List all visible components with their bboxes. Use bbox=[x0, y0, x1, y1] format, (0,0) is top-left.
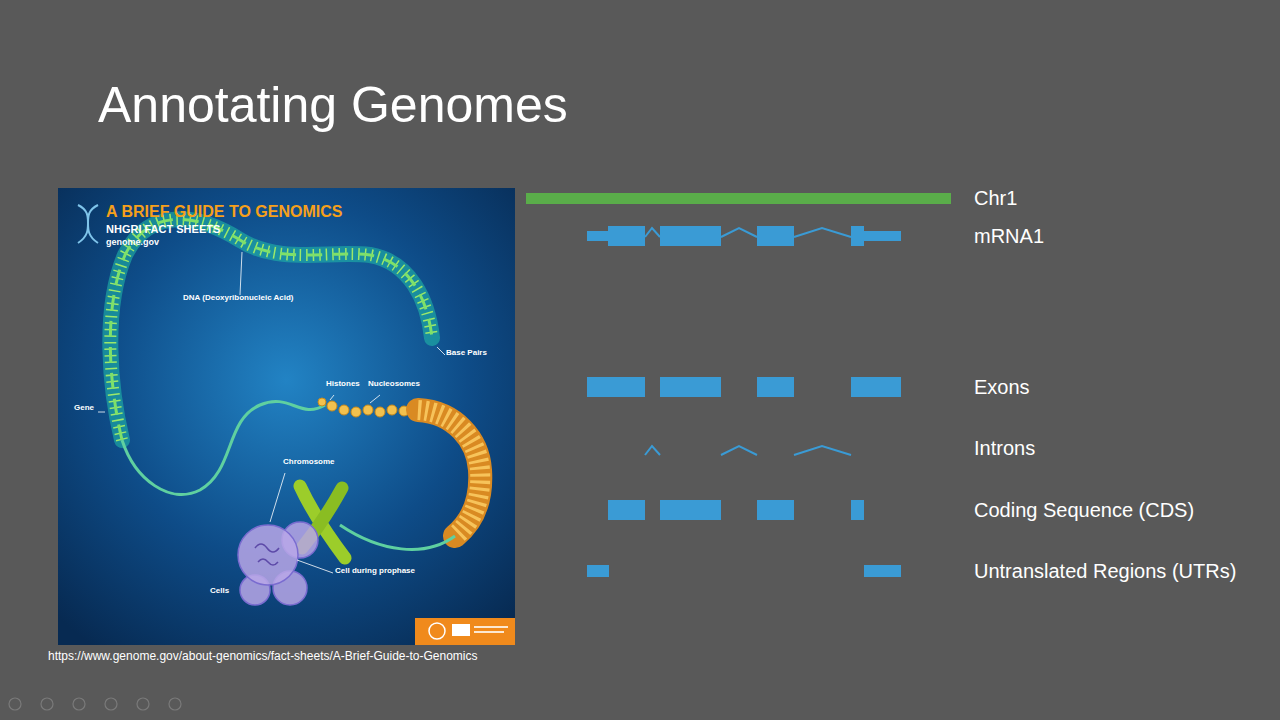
source-url: https://www.genome.gov/about-genomics/fa… bbox=[48, 649, 478, 663]
track-label: Untranslated Regions (UTRs) bbox=[974, 559, 1236, 583]
gene-model bbox=[526, 193, 951, 577]
track-label: Coding Sequence (CDS) bbox=[974, 498, 1194, 522]
slide-toolbar bbox=[9, 698, 181, 710]
poster-heading: A BRIEF GUIDE TO GENOMICS bbox=[106, 202, 342, 221]
slide-title: Annotating Genomes bbox=[98, 80, 568, 130]
genomics-illustration bbox=[58, 188, 515, 645]
poster-site: genome.gov bbox=[106, 237, 159, 248]
track-label: Chr1 bbox=[974, 186, 1017, 210]
track-label: Exons bbox=[974, 375, 1030, 399]
part-label: Base Pairs bbox=[446, 348, 487, 358]
part-label: Cell during prophase bbox=[335, 566, 415, 576]
part-label: Cells bbox=[210, 586, 229, 596]
part-label: Chromosome bbox=[283, 457, 335, 467]
part-label: Nucleosomes bbox=[368, 379, 420, 389]
track-label: mRNA1 bbox=[974, 224, 1044, 248]
poster-subheading: NHGRI FACT SHEETS bbox=[106, 223, 220, 236]
part-label: Gene bbox=[74, 403, 94, 413]
part-label: DNA (Deoxyribonucleic Acid) bbox=[183, 293, 294, 303]
poster-panel: A BRIEF GUIDE TO GENOMICS NHGRI FACT SHEE… bbox=[58, 188, 515, 645]
part-label: Histones bbox=[326, 379, 360, 389]
track-label: Introns bbox=[974, 436, 1035, 460]
